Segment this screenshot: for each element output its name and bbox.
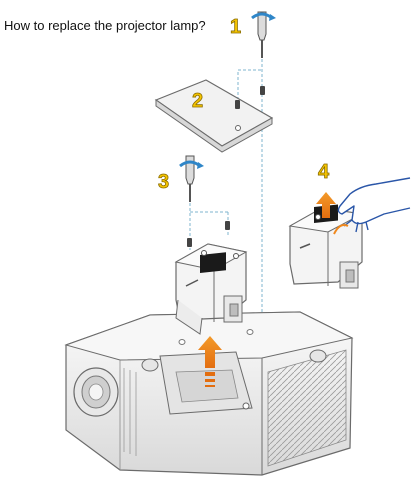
step-number-4: 4	[318, 161, 330, 183]
lift-arrow-step4	[316, 192, 336, 218]
lamp-module-removed	[288, 204, 364, 289]
lamp-cover	[154, 79, 274, 153]
step-number-1: 1	[230, 16, 241, 38]
screwdriver-icon	[251, 11, 276, 58]
projector-body	[64, 311, 354, 476]
lamp-module	[174, 243, 248, 335]
hand-icon	[333, 177, 411, 235]
screwdriver-icon-step3	[179, 155, 204, 202]
step-number-3: 3	[158, 171, 169, 193]
step-number-2: 2	[192, 90, 203, 112]
step-numbers: 1 2 3 4	[158, 16, 331, 194]
lift-arrow-main	[198, 336, 222, 387]
screws	[187, 86, 265, 247]
page-title: How to replace the projector lamp?	[4, 18, 206, 33]
